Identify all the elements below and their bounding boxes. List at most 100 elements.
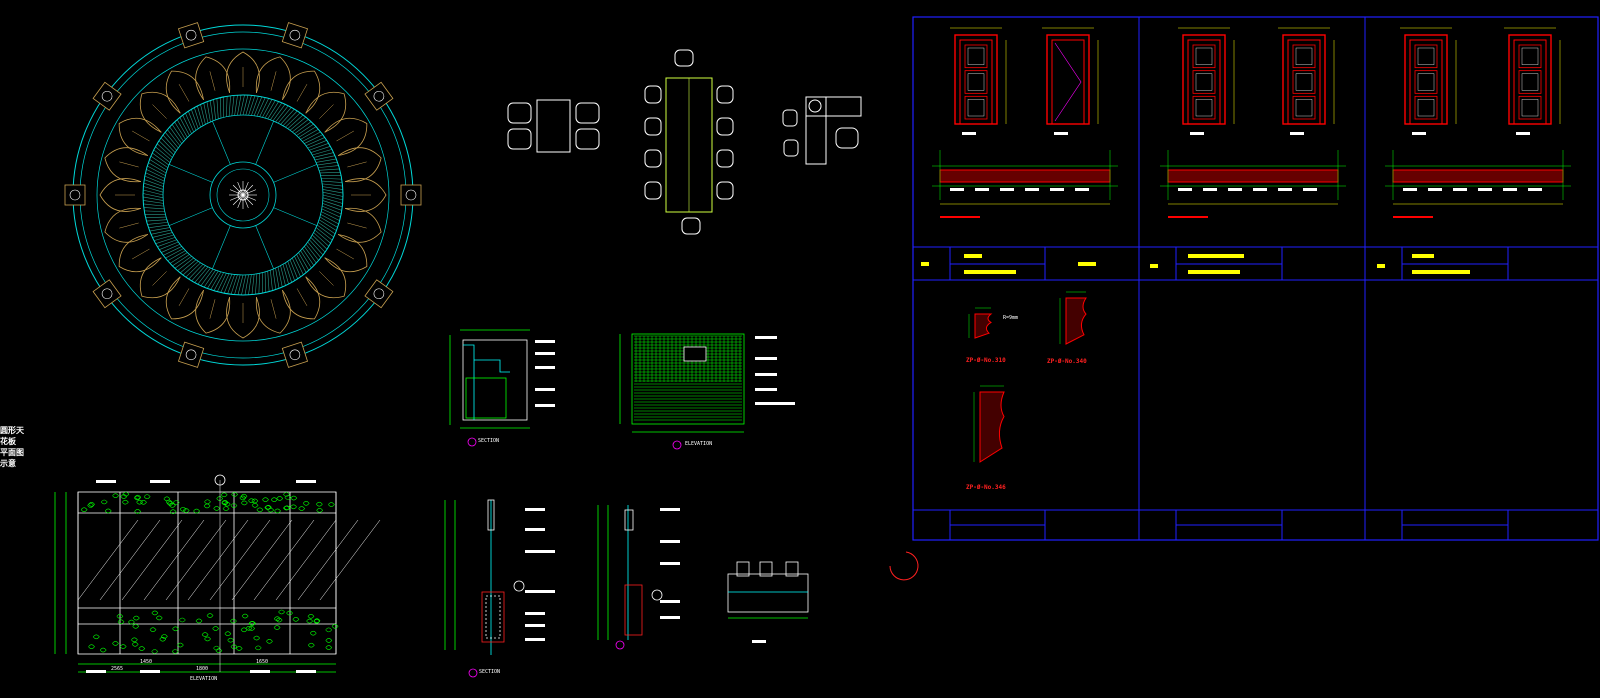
- ivy-leaf: [118, 620, 124, 624]
- title-bar-text: [1412, 270, 1470, 274]
- hatch-line: [144, 207, 164, 208]
- door: [1278, 28, 1334, 135]
- round-ceiling-plan: [65, 23, 421, 368]
- hatch-line: [146, 220, 166, 221]
- hatch-line: [322, 206, 341, 214]
- hatch-line: [144, 211, 164, 212]
- ivy-leaf: [93, 635, 99, 639]
- ivy-leaf: [101, 500, 107, 504]
- hatch-line: [283, 111, 297, 126]
- glass-reflection: [276, 520, 336, 600]
- petal-vein: [179, 84, 189, 101]
- spoke: [169, 164, 212, 182]
- petal: [283, 71, 320, 113]
- desk-plan: [783, 97, 861, 164]
- ivy-leaf: [242, 614, 248, 618]
- hatch-line: [143, 200, 163, 203]
- profile-label-b: ZP-Ø-No.340: [1047, 358, 1087, 365]
- title-bar-text: [1078, 262, 1096, 266]
- small-desk-elevation: [728, 562, 808, 643]
- spoke: [273, 208, 316, 226]
- hatch-line: [192, 266, 206, 281]
- hatch-line: [143, 187, 163, 193]
- plan-title-text: [1393, 216, 1433, 218]
- ivy-leaf: [89, 645, 95, 649]
- dimension-1650: 1650: [256, 659, 268, 665]
- hatch-line: [154, 235, 174, 241]
- ivy-leaf: [221, 493, 227, 497]
- ivy-leaf: [236, 646, 242, 650]
- hatch-line: [278, 107, 291, 123]
- glass-reflection: [254, 520, 314, 600]
- petal: [256, 57, 290, 100]
- elevation-label-2: ELEVATION: [685, 441, 712, 447]
- petal: [105, 148, 148, 182]
- door-plan-section: [932, 150, 1118, 204]
- hatch-line: [320, 172, 340, 173]
- ivy-leaf: [214, 506, 220, 510]
- hatch-line: [157, 144, 172, 158]
- petal-vein: [297, 84, 307, 101]
- hatch-line: [210, 101, 213, 121]
- hatch-line: [309, 143, 328, 150]
- profile-label-c: ZP-Ø-No.346: [966, 484, 1006, 491]
- hatch-line: [231, 275, 237, 294]
- hatch-line: [288, 115, 303, 129]
- hatch-line: [283, 264, 289, 284]
- section-drawing-3: [598, 505, 680, 649]
- ivy-leaf: [254, 636, 260, 640]
- hatch-line: [149, 225, 169, 228]
- title-bar-text: [921, 262, 929, 266]
- ivy-leaf: [271, 498, 277, 502]
- center-rosette: [229, 181, 257, 209]
- ivy-leaf: [139, 647, 145, 651]
- petal-vein: [337, 131, 354, 141]
- ivy-leaf: [232, 492, 238, 496]
- door: [1178, 28, 1234, 135]
- ivy-leaf: [275, 509, 281, 513]
- hatch-line: [255, 274, 256, 294]
- petal-vein: [179, 289, 189, 306]
- title-bar-text: [1377, 264, 1385, 268]
- ivy-leaf: [326, 638, 332, 642]
- red-arc-mark: [890, 552, 918, 580]
- petal: [256, 290, 290, 333]
- ivy-leaf: [326, 628, 332, 632]
- hatch-line: [165, 132, 178, 148]
- glass-reflection: [78, 520, 138, 600]
- spoke: [169, 208, 212, 226]
- door-detail-sheet: [913, 17, 1598, 540]
- petal: [338, 208, 381, 242]
- glass-reflection: [166, 520, 226, 600]
- hatch-line: [188, 111, 196, 130]
- sheet-title-bars: [921, 216, 1470, 274]
- hatch-line: [146, 217, 166, 218]
- hatch-line: [312, 235, 327, 249]
- door-elevations: [950, 28, 1560, 135]
- hatch-line: [186, 263, 201, 277]
- hatch-line: [281, 109, 295, 124]
- ivy-leaf: [81, 508, 87, 512]
- hatch-line: [232, 95, 234, 115]
- ivy-leaf: [105, 509, 111, 513]
- ivy-leaf: [112, 641, 118, 645]
- hatch-line: [156, 237, 176, 243]
- section-label-2: SECTION: [479, 669, 500, 675]
- petal-vein: [119, 223, 138, 228]
- petal-vein: [319, 104, 333, 118]
- moulding-profile: [974, 386, 1004, 462]
- hatch-line: [323, 201, 342, 207]
- hatch-line: [323, 203, 342, 210]
- hatch-line: [315, 230, 331, 243]
- petal: [325, 235, 367, 272]
- glass-wall-elevation: [55, 475, 380, 673]
- ivy-leaf: [328, 503, 334, 507]
- moulding-profiles: [969, 292, 1086, 462]
- hatch-line: [189, 264, 203, 279]
- hatch-line: [157, 240, 176, 247]
- ivy-leaf: [332, 624, 338, 628]
- ivy-leaf: [255, 646, 261, 650]
- ivy-leaf: [207, 614, 213, 618]
- plan-title-text: [1168, 216, 1208, 218]
